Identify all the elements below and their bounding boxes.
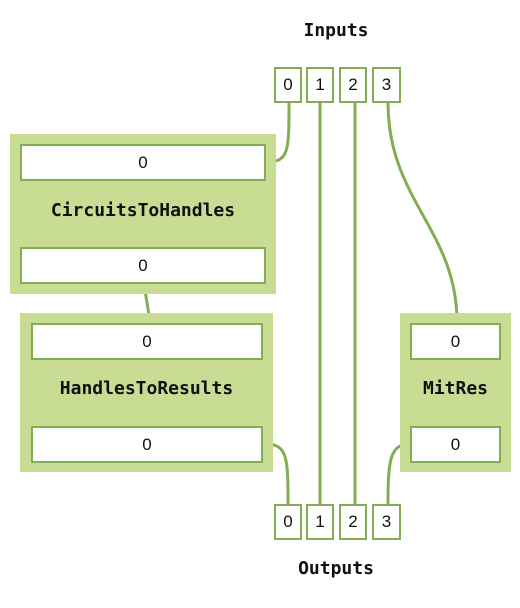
input-port-3[interactable]: 3 — [372, 67, 401, 103]
outputs-title: Outputs — [298, 558, 374, 579]
output-port-0[interactable]: 0 — [274, 504, 302, 540]
circuits-to-handles-title: CircuitsToHandles — [50, 200, 236, 221]
mitres-output-port[interactable]: 0 — [410, 426, 501, 463]
circuits-to-handles-output-port[interactable]: 0 — [20, 247, 266, 284]
handles-to-results-input-port[interactable]: 0 — [31, 323, 263, 360]
mitres-box[interactable]: 0 MitRes 0 — [400, 313, 511, 472]
wire-input3-to-mitres — [386, 102, 459, 323]
output-port-3[interactable]: 3 — [372, 504, 401, 540]
mitres-input-port[interactable]: 0 — [410, 323, 501, 360]
input-port-2[interactable]: 2 — [339, 67, 367, 103]
output-port-1[interactable]: 1 — [306, 504, 334, 540]
handles-to-results-title: HandlesToResults — [59, 378, 234, 399]
circuits-to-handles-box[interactable]: 0 CircuitsToHandles 0 — [10, 134, 276, 294]
handles-to-results-output-port[interactable]: 0 — [31, 426, 263, 463]
inputs-title: Inputs — [303, 20, 369, 41]
output-port-2[interactable]: 2 — [339, 504, 367, 540]
handles-to-results-box[interactable]: 0 HandlesToResults 0 — [20, 313, 273, 472]
input-port-0[interactable]: 0 — [274, 67, 302, 103]
circuits-to-handles-input-port[interactable]: 0 — [20, 144, 266, 181]
input-port-1[interactable]: 1 — [306, 67, 334, 103]
mitres-title: MitRes — [422, 378, 489, 399]
